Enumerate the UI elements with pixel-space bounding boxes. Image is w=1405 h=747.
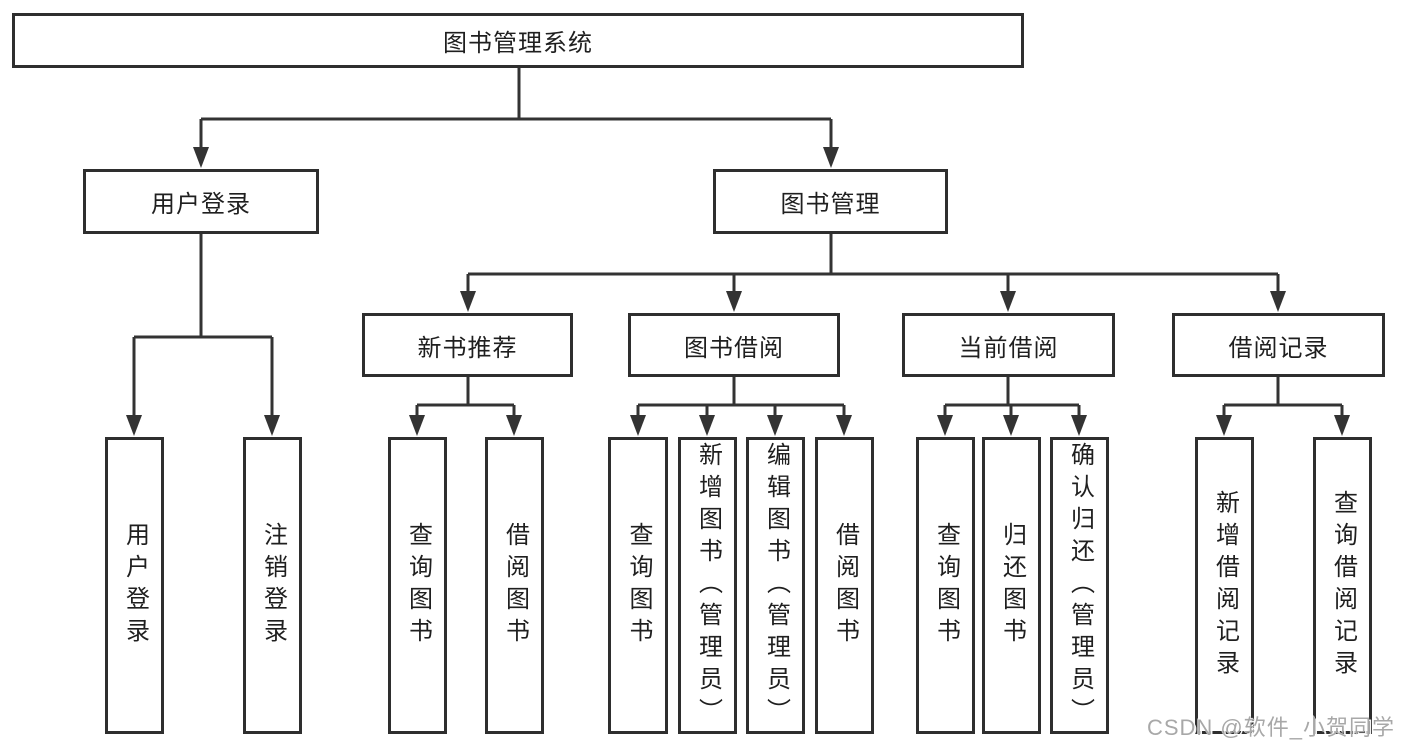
node-label: 借阅图书 — [501, 521, 529, 650]
leaf-query-borrow-record: 查询借阅记录 — [1313, 437, 1372, 734]
leaf-borrow-books-recommend: 借阅图书 — [485, 437, 544, 734]
leaf-borrow-books: 借阅图书 — [815, 437, 874, 734]
node-borrowing-records: 借阅记录 — [1172, 313, 1385, 377]
leaf-user-login: 用户登录 — [105, 437, 164, 734]
node-book-borrowing: 图书借阅 — [628, 313, 840, 377]
node-label: 借阅图书 — [831, 521, 859, 650]
node-label: 查询图书 — [932, 521, 960, 650]
node-label: 查询图书 — [625, 521, 652, 650]
csdn-watermark: CSDN @软件_小贺同学 — [1146, 715, 1395, 740]
node-label: 图书管理 — [780, 191, 881, 218]
node-label: 新增借阅记录 — [1211, 489, 1239, 682]
node-library-management-system: 图书管理系统 — [12, 13, 1024, 68]
node-label: 注销登录 — [259, 521, 287, 650]
leaf-edit-book-admin: 编辑图书（管理员） — [746, 437, 805, 734]
node-label: 确认归还（管理员） — [1066, 441, 1094, 730]
leaf-query-books-recommend: 查询图书 — [388, 437, 447, 734]
arrowhead-icons — [126, 147, 1350, 436]
node-label: 新增图书（管理员） — [694, 441, 722, 730]
node-new-book-recommend: 新书推荐 — [362, 313, 573, 377]
leaf-return-books: 归还图书 — [982, 437, 1041, 734]
leaf-logout: 注销登录 — [243, 437, 302, 734]
node-label: 编辑图书（管理员） — [762, 441, 790, 730]
node-label: 当前借阅 — [958, 334, 1059, 362]
leaf-query-books-current: 查询图书 — [916, 437, 975, 734]
leaf-confirm-return-admin: 确认归还（管理员） — [1050, 437, 1109, 734]
node-label: 归还图书 — [998, 521, 1026, 650]
node-label: 图书借阅 — [684, 334, 784, 362]
node-user-login: 用户登录 — [83, 169, 319, 234]
node-label: 查询借阅记录 — [1329, 489, 1357, 682]
node-label: 图书管理系统 — [443, 30, 593, 57]
node-book-management: 图书管理 — [713, 169, 948, 234]
node-label: 用户登录 — [121, 521, 149, 650]
leaf-query-books-borrowing: 查询图书 — [608, 437, 668, 734]
leaf-add-book-admin: 新增图书（管理员） — [678, 437, 737, 734]
leaf-add-borrow-record: 新增借阅记录 — [1195, 437, 1254, 734]
node-label: 用户登录 — [151, 191, 251, 218]
node-label: 借阅记录 — [1228, 334, 1329, 362]
node-current-borrowing: 当前借阅 — [902, 313, 1115, 377]
node-label: 新书推荐 — [417, 334, 518, 362]
node-label: 查询图书 — [404, 521, 432, 650]
